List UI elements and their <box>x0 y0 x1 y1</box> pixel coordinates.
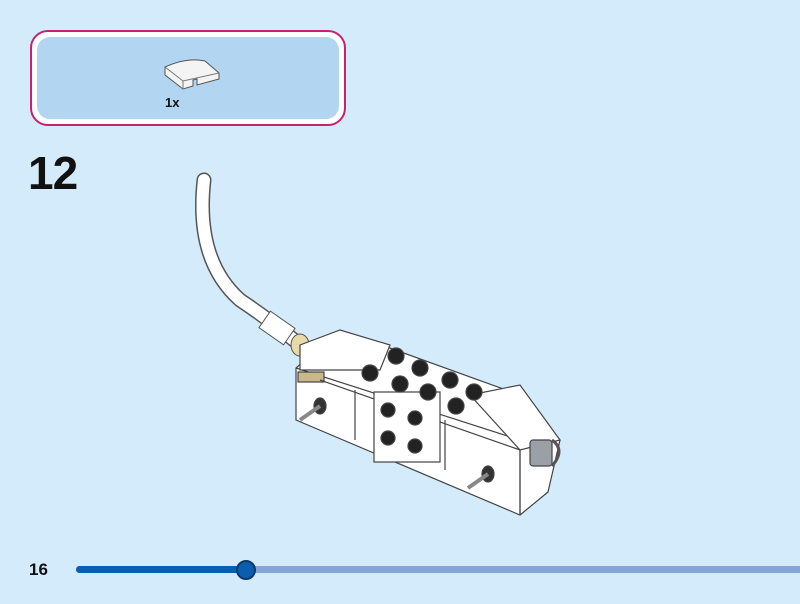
progress-knob <box>235 560 256 580</box>
progress-fill <box>76 566 245 573</box>
step-number: 12 <box>28 147 78 199</box>
progress-bar <box>76 560 800 580</box>
parts-list-panel: 1x <box>37 37 339 119</box>
model-body <box>295 329 562 516</box>
flexible-hose <box>195 172 310 357</box>
parts-list-callout: 1x <box>30 30 346 126</box>
page-number: 16 <box>29 560 48 579</box>
part-quantity: 1x <box>165 95 180 110</box>
curved-slope-brick-icon <box>164 59 220 90</box>
